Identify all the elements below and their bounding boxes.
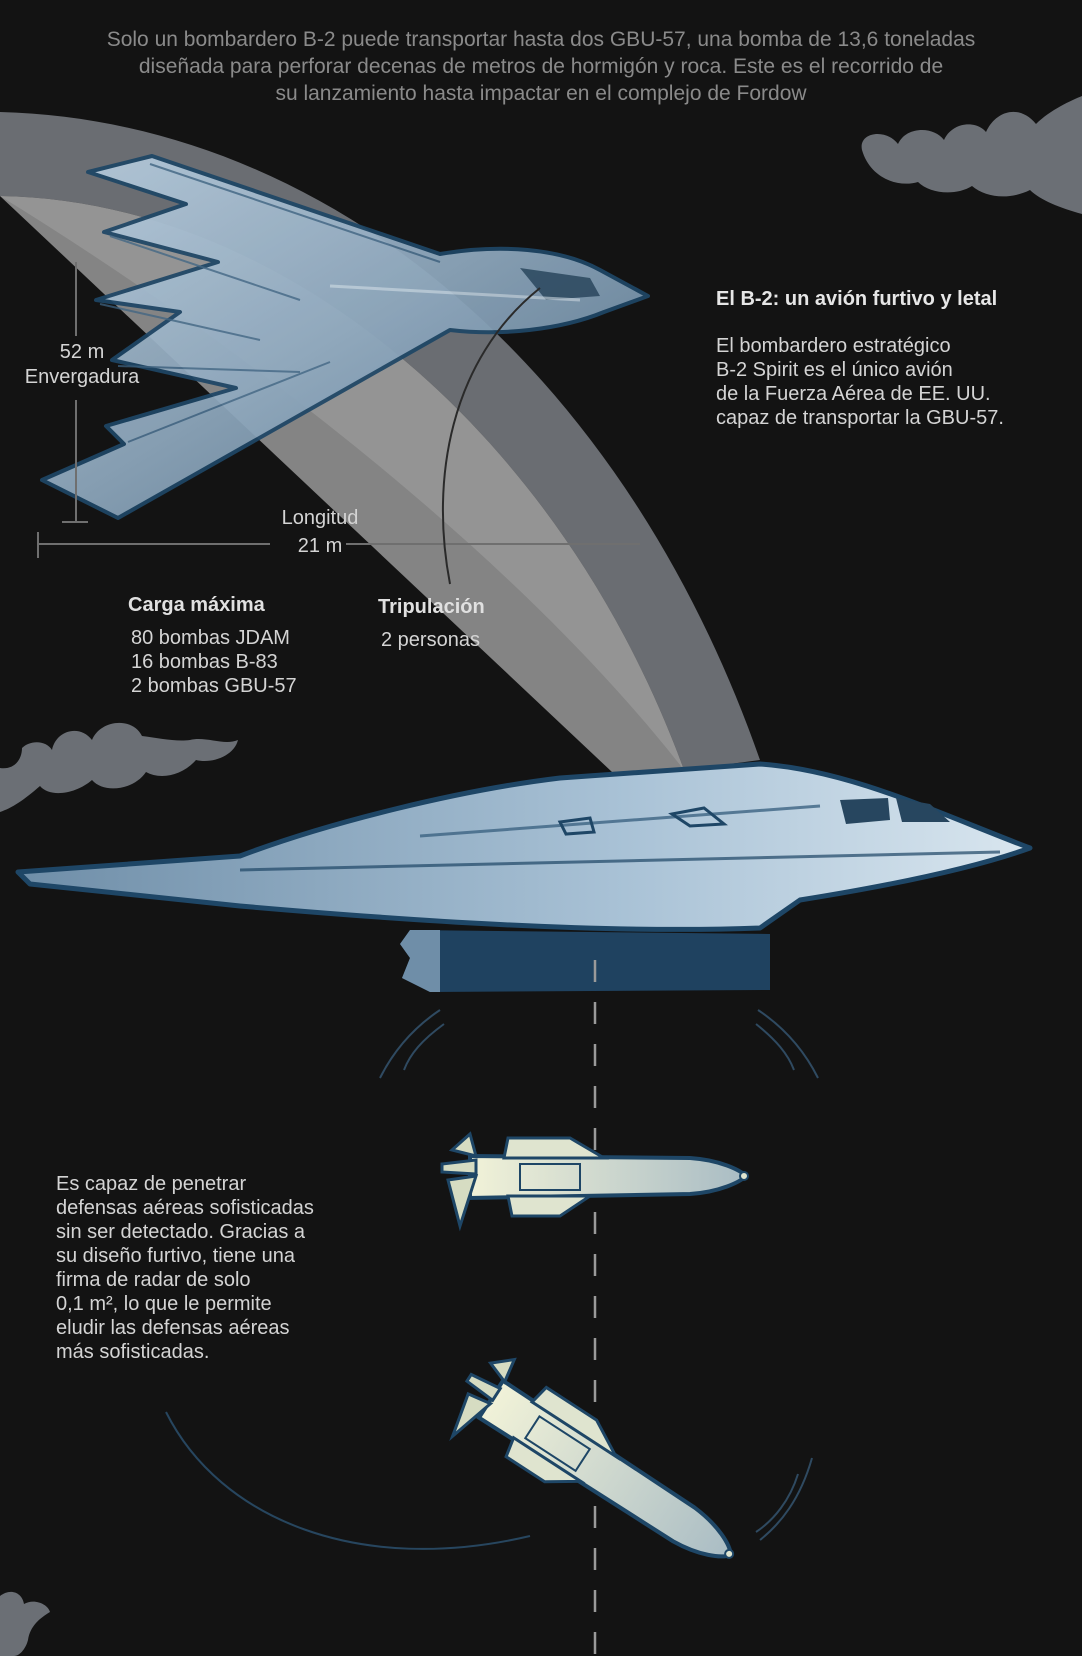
payload-title: Carga máxima <box>128 594 265 616</box>
length-value: 21 m <box>297 535 343 557</box>
stealth-line: más sofisticadas. <box>56 1341 210 1363</box>
stealth-line: defensas aéreas sofisticadas <box>56 1197 314 1219</box>
gbu57-bomb-horizontal <box>440 1131 749 1232</box>
b2-description-line: B-2 Spirit es el único avión <box>716 359 953 381</box>
gbu57-bomb-falling <box>449 1357 735 1559</box>
length-caption: Longitud <box>281 507 359 529</box>
trajectory-beam <box>0 112 760 772</box>
intro-line-3: su lanzamiento hasta impactar en el comp… <box>275 82 807 105</box>
cloud-bottom-left <box>0 1591 50 1656</box>
stealth-line: Es capaz de penetrar <box>56 1173 247 1195</box>
crew-value: 2 personas <box>381 629 480 651</box>
stealth-line: eludir las defensas aéreas <box>56 1317 290 1339</box>
b2-description-line: El bombardero estratégico <box>716 335 951 357</box>
intro-line-2: diseñada para perforar decenas de metros… <box>138 55 944 78</box>
wingspan-caption: Envergadura <box>24 366 140 388</box>
intro-line-1: Solo un bombardero B-2 puede transportar… <box>106 28 976 51</box>
stealth-line: 0,1 m², lo que le permite <box>56 1293 272 1315</box>
stealth-line: sin ser detectado. Gracias a <box>56 1221 306 1243</box>
payload-item: 80 bombas JDAM <box>131 627 290 649</box>
stealth-description: Es capaz de penetrar defensas aéreas sof… <box>56 1172 356 1364</box>
b2-side-view <box>15 761 1033 992</box>
stealth-line: su diseño furtivo, tiene una <box>56 1245 296 1267</box>
crew-title: Tripulación <box>378 596 485 618</box>
wingspan-line <box>62 262 88 523</box>
b2-top-view <box>40 154 650 520</box>
payload-item: 16 bombas B-83 <box>131 651 278 673</box>
b2-section-title: El B-2: un avión furtivo y letal <box>716 288 998 310</box>
b2-description-line: capaz de transportar la GBU-57. <box>716 407 1004 429</box>
cloud-top-right <box>861 96 1082 214</box>
length-label: Longitud 21 m <box>270 504 370 560</box>
payload-item: 2 bombas GBU-57 <box>131 675 297 697</box>
stealth-line: firma de radar de solo <box>56 1269 251 1291</box>
wingspan-label: 52 m Envergadura <box>20 340 144 390</box>
b2-description: El bombardero estratégico B-2 Spirit es … <box>716 334 1046 430</box>
b2-description-line: de la Fuerza Aérea de EE. UU. <box>716 383 991 405</box>
wingspan-value: 52 m <box>59 341 105 363</box>
cloud-mid-left <box>0 722 238 812</box>
payload-list: 80 bombas JDAM 16 bombas B-83 2 bombas G… <box>131 626 297 698</box>
release-arcs <box>165 1009 819 1550</box>
intro-text: Solo un bombardero B-2 puede transportar… <box>60 26 1022 107</box>
length-line <box>37 532 640 558</box>
crew-pointer-line <box>441 287 541 585</box>
